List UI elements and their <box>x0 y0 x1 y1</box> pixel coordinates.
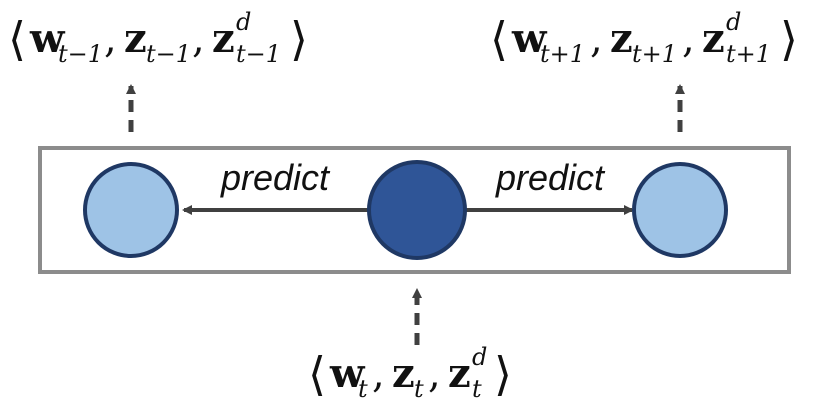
svg-text:d: d <box>236 8 251 36</box>
svg-text:,: , <box>372 351 385 397</box>
node-left <box>83 162 179 258</box>
svg-text:⟨: ⟨ <box>8 12 26 66</box>
svg-text:t−1: t−1 <box>236 40 281 68</box>
svg-text:z: z <box>392 350 415 397</box>
svg-text:z: z <box>124 15 147 62</box>
svg-text:⟨: ⟨ <box>490 12 508 66</box>
label-top-left: ⟨ w t−1 , z t−1 , z d t−1 ⟩ <box>8 8 308 68</box>
svg-text:w: w <box>329 350 366 397</box>
svg-text:t+1: t+1 <box>726 40 771 68</box>
svg-text:z: z <box>212 15 235 62</box>
label-top-right: ⟨ w t+1 , z t+1 , z d t+1 ⟩ <box>490 8 798 68</box>
svg-text:z: z <box>448 350 471 397</box>
svg-text:,: , <box>104 16 117 62</box>
svg-text:,: , <box>682 16 695 62</box>
svg-text:z: z <box>610 15 633 62</box>
svg-text:⟩: ⟩ <box>290 12 308 66</box>
node-right <box>632 162 728 258</box>
edge-label-right: predict <box>495 157 606 198</box>
svg-text:,: , <box>192 16 205 62</box>
edge-label-left: predict <box>220 157 331 198</box>
svg-text:t: t <box>472 375 482 403</box>
svg-text:w: w <box>511 15 548 62</box>
svg-text:d: d <box>472 343 487 371</box>
svg-text:z: z <box>702 15 725 62</box>
label-bottom: ⟨ w t , z t , z d t ⟩ <box>308 343 512 403</box>
svg-text:t: t <box>358 375 368 403</box>
svg-text:d: d <box>726 8 741 36</box>
node-center <box>367 160 467 260</box>
svg-text:t+1: t+1 <box>632 40 677 68</box>
svg-text:t+1: t+1 <box>540 40 585 68</box>
svg-text:t−1: t−1 <box>58 40 103 68</box>
svg-text:t: t <box>414 375 424 403</box>
svg-text:⟩: ⟩ <box>780 12 798 66</box>
svg-text:,: , <box>590 16 603 62</box>
svg-text:t−1: t−1 <box>146 40 191 68</box>
container-box <box>38 146 791 274</box>
svg-text:,: , <box>428 351 441 397</box>
svg-text:⟩: ⟩ <box>494 347 512 401</box>
svg-text:w: w <box>29 15 66 62</box>
svg-text:⟨: ⟨ <box>308 347 326 401</box>
